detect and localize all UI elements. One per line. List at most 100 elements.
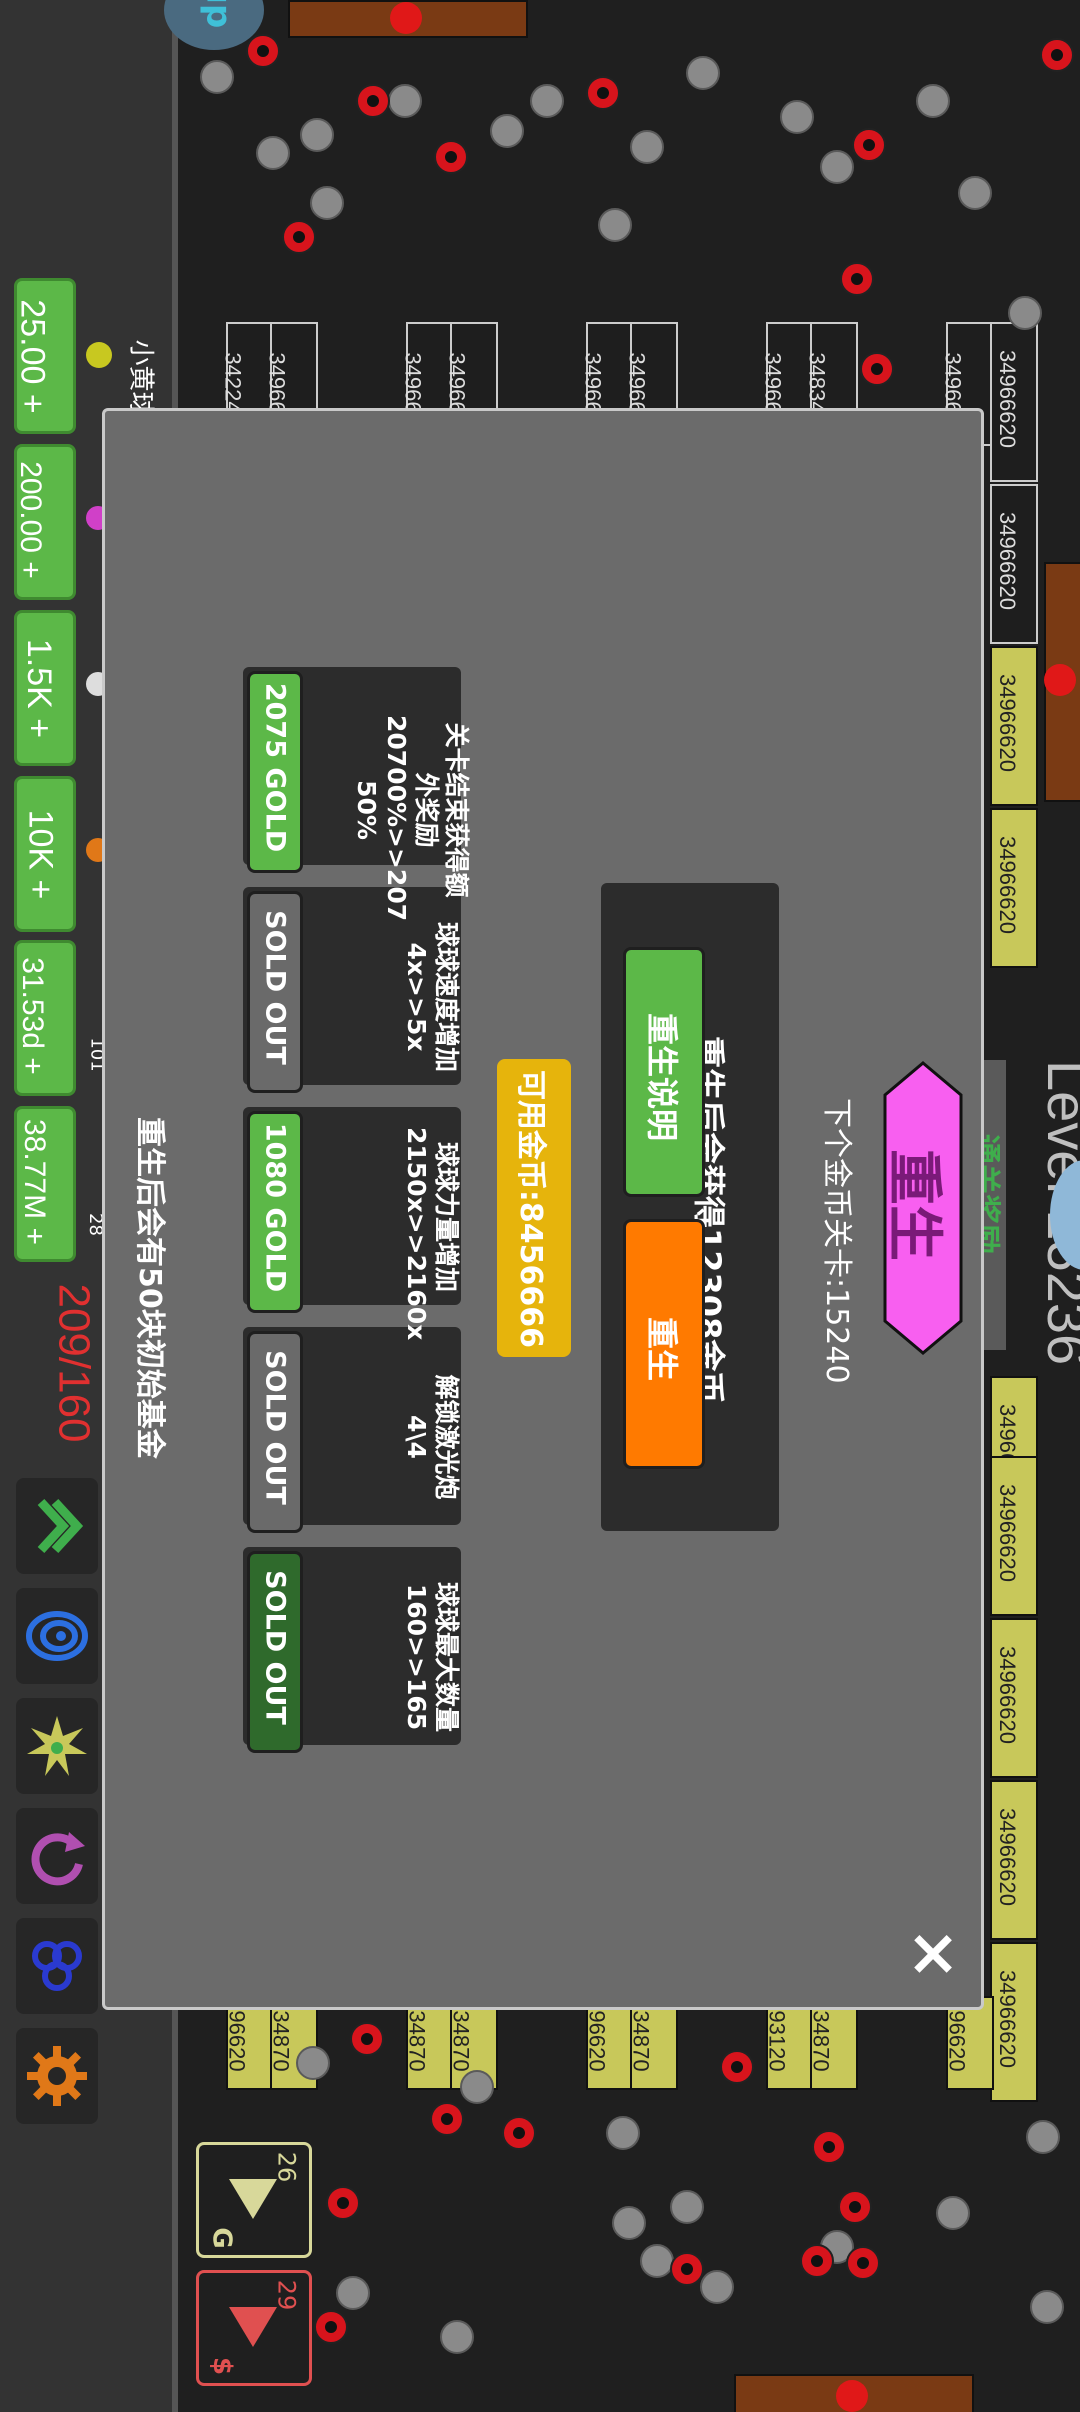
brick: 34966620 [990,322,1038,482]
starburst-icon [27,1716,87,1776]
brick: 34966620 [990,808,1038,968]
brick: 34966620 [990,646,1038,806]
speed-control-money[interactable]: 29 $ [196,2270,312,2386]
red-ball [282,220,316,254]
red-ball [326,2186,360,2220]
ball [630,130,664,164]
upgrade-button-3[interactable]: 1.5K + [14,610,76,766]
red-ball [586,76,620,110]
tool-button-5[interactable] [16,1918,98,2014]
upgrade-button-4[interactable]: 10K + [14,776,76,932]
card-2-sold-out-button[interactable]: SOLD OUT [247,891,303,1093]
ball [670,2190,704,2224]
red-ball [350,2022,384,2056]
speed-g-number: 26 [272,2151,301,2183]
red-ball [434,140,468,174]
ball [686,56,720,90]
red-ball [812,2130,846,2164]
rebirth-explain-button[interactable]: 重生说明 [623,947,705,1197]
tool-button-4[interactable] [16,1808,98,1904]
tool-button-3[interactable] [16,1698,98,1794]
ball [296,2046,330,2080]
speed-money-number: 29 [272,2279,301,2311]
paddle-right-knob [1044,664,1076,696]
red-ball [502,2116,536,2150]
ball [460,2070,494,2104]
ball [780,100,814,134]
red-ball [800,2244,834,2278]
dialog-title: 重生 [881,1149,946,1261]
brick: 93120 [765,1996,814,2090]
red-ball [1040,38,1074,72]
ball [490,114,524,148]
footer-note: 重生后会有50块初始基金 [132,1117,167,1459]
red-ball [314,2310,348,2344]
ball [440,2320,474,2354]
red-ball [246,34,280,68]
triangle-icon [229,2179,277,2219]
card-1-buy-button[interactable]: 2075 GOLD [247,671,303,873]
ball [530,84,564,118]
tool-button-2[interactable] [16,1588,98,1684]
ball [606,2116,640,2150]
ball [256,136,290,170]
refresh-icon [31,1832,85,1886]
ball [958,176,992,210]
available-gold-badge: 可用金币:8456666 [497,1059,571,1357]
ball [1026,2120,1060,2154]
red-ball [838,2190,872,2224]
triangle-icon [229,2307,277,2347]
red-ball [840,262,874,296]
brick: 34870 [629,1996,678,2090]
ball [936,2196,970,2230]
ball [820,150,854,184]
card-4-sold-out-button[interactable]: SOLD OUT [247,1331,303,1533]
card-3-buy-button[interactable]: 1080 GOLD [247,1111,303,1313]
upgrade-button-5[interactable]: 31.53d + [14,940,76,1096]
ball [200,60,234,94]
tool-button-1[interactable] [16,1478,98,1574]
brick: 34966620 [990,484,1038,644]
brick: 96620 [945,1996,994,2090]
close-button[interactable]: × [903,1916,963,1990]
brick: 96620 [585,1996,634,2090]
ball [1008,296,1042,330]
brick: 34966620 [990,1456,1038,1616]
upgrade-button-2[interactable]: 200.00 + [14,444,76,600]
chevrons-icon [37,1498,84,1554]
brick: 34870 [809,1996,858,2090]
upgrade-button-6[interactable]: 38.77M + [14,1106,76,1262]
ball [612,2206,646,2240]
ball [336,2276,370,2310]
speed-money-unit: $ [207,2356,238,2376]
gear-icon [27,2046,87,2106]
balls-count: 209/160 [49,1283,99,1443]
red-ball [852,128,886,162]
brick: 96620 [225,1996,274,2090]
tool-button-6[interactable] [16,2028,98,2124]
vortex-icon [26,1611,88,1661]
ball [388,84,422,118]
rebirth-panel: 重生后会获得12308金币 重生说明 重生 [601,883,779,1531]
close-icon: × [906,1916,960,1990]
speed-g-unit: G [206,2227,237,2249]
card-5-sold-out-button[interactable]: SOLD OUT [247,1551,303,1753]
red-ball [670,2252,704,2286]
red-ball [430,2102,464,2136]
cluster-icon [32,1941,82,1991]
ball [598,208,632,242]
upgrade-button-1[interactable]: 25.00 + [14,278,76,434]
next-gold-level: 下个金币关卡:15240 [819,1098,854,1384]
brick: 34966620 [990,1618,1038,1778]
speed-control-g[interactable]: 26 G [196,2142,312,2258]
red-ball [720,2050,754,2084]
paddle-bottom-knob [836,2380,868,2412]
rebirth-button[interactable]: 重生 [623,1219,705,1469]
paddle-top-knob [390,2,422,34]
